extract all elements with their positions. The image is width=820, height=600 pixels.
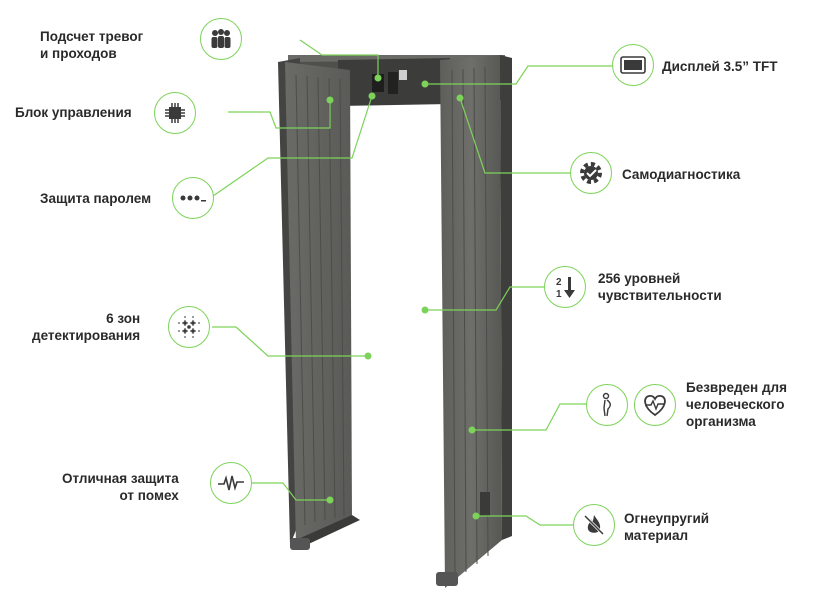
alarm-count-line1: Подсчет тревог — [40, 29, 144, 44]
right-pillar — [436, 55, 512, 588]
leader-dots — [326, 74, 480, 520]
signal-wave-icon — [210, 462, 252, 504]
control-unit-label: Блок управления — [15, 105, 132, 120]
interference-line1: Отличная защита — [62, 471, 179, 486]
sensitivity-line1: 256 уровней — [598, 271, 681, 286]
display-icon — [612, 44, 654, 86]
gear-check-icon — [570, 152, 612, 194]
password-dots-icon — [172, 177, 214, 219]
fireproof-line2: материал — [624, 528, 689, 543]
alarm-count-label: Подсчет тревог и проходов — [40, 28, 143, 62]
zones-grid-icon — [168, 306, 210, 348]
fireproof-line1: Огнеупругий — [624, 511, 710, 526]
password-label: Защита паролем — [40, 191, 152, 206]
sort-digit-top: 2 — [556, 277, 562, 288]
zones-line2: детектирования — [32, 328, 141, 343]
zones-line1: 6 зон — [106, 311, 141, 326]
safe-line1: Безвреден для — [686, 380, 787, 395]
left-pillar — [278, 58, 360, 550]
heart-pulse-icon — [634, 384, 676, 426]
alarm-count-line2: и проходов — [40, 46, 117, 61]
leader-lines — [212, 39, 612, 526]
no-fire-icon — [573, 504, 615, 546]
safe-line2: человеческого — [686, 397, 785, 412]
interference-line2: от помех — [119, 488, 179, 503]
sensitivity-line2: чувствительности — [598, 288, 722, 303]
people-group-icon — [200, 18, 242, 60]
selfdiag-label: Самодиагностика — [622, 167, 741, 182]
display-label: Дисплей 3.5” TFT — [662, 59, 778, 74]
sensitivity-label: 256 уровней чувствительности — [598, 270, 722, 304]
fireproof-label: Огнеупругий материал — [624, 510, 709, 544]
sort-digit-bottom: 1 — [556, 289, 562, 300]
sort-numeric-icon: 2 1 — [544, 266, 586, 308]
chip-icon — [154, 92, 196, 134]
interference-label: Отличная защита от помех — [62, 470, 179, 504]
zones-label: 6 зон детектирования — [32, 310, 140, 344]
pregnant-woman-icon — [586, 384, 628, 426]
safe-label: Безвреден для человеческого организма — [686, 379, 787, 430]
safe-line3: организма — [686, 414, 756, 429]
